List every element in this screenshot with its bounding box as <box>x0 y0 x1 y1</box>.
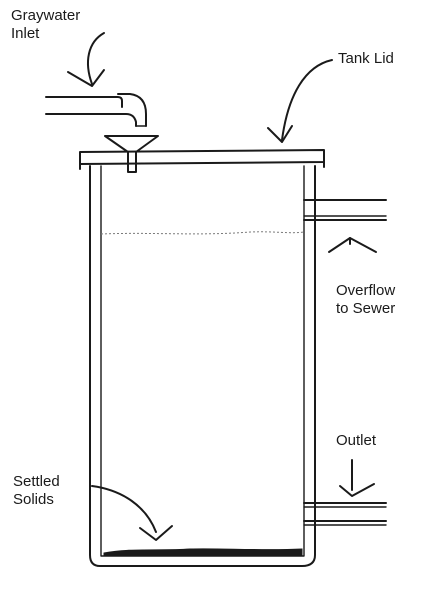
overflow-arrow-icon <box>328 237 377 253</box>
settled-solids-layer <box>103 548 303 557</box>
tank-lid <box>79 149 325 170</box>
water-surface <box>100 231 305 235</box>
graywater-inlet-label-line1: Graywater <box>11 7 81 24</box>
graywater-inlet-label-line2: Inlet <box>11 25 40 42</box>
settled-solids-label-line2: Solids <box>13 491 54 508</box>
graywater-inlet-label: Graywater Inlet <box>11 7 80 43</box>
outlet-pipe <box>303 502 387 526</box>
settled-solids-label-line1: Settled <box>13 473 60 490</box>
inlet-arrow-icon <box>67 32 105 87</box>
inlet-pipe <box>45 93 147 127</box>
overflow-label: Overflow to Sewer <box>336 282 395 318</box>
settled-solids-label: Settled Solids <box>13 473 60 509</box>
tank-lid-label: Tank Lid <box>338 50 394 67</box>
lid-arrow-icon <box>267 59 333 143</box>
outlet-arrow-icon <box>339 459 375 497</box>
tank-body <box>89 165 316 567</box>
overflow-label-line1: Overflow <box>336 282 396 299</box>
inlet-funnel <box>104 135 159 173</box>
overflow-label-line2: to Sewer <box>336 300 396 317</box>
overflow-pipe <box>303 199 387 221</box>
outlet-label: Outlet <box>336 432 377 449</box>
solids-arrow-icon <box>91 485 173 541</box>
